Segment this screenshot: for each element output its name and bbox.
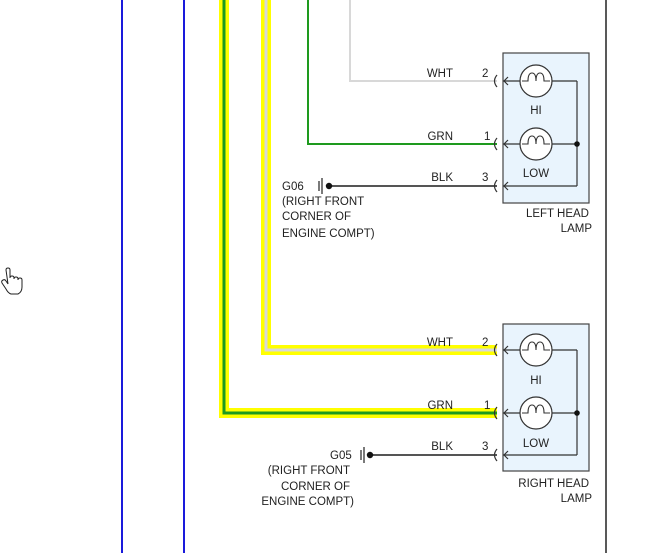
ground-desc: (RIGHT FRONT (282, 196, 364, 208)
hi-label: HI (530, 375, 542, 387)
hand-pointer-icon (1, 267, 23, 295)
right-head-lamp (502, 323, 590, 472)
pin-number: 3 (482, 441, 488, 453)
hi-label: HI (530, 105, 542, 117)
wire-color-label: WHT (427, 68, 453, 80)
pin-number: 2 (482, 68, 488, 80)
ground-desc: CORNER OF (281, 481, 350, 493)
lamp-name: RIGHT HEAD (518, 478, 589, 490)
pin-number: 1 (484, 131, 490, 143)
grn-wire-right (222, 0, 497, 415)
pin-number: 2 (482, 337, 488, 349)
ground-symbol-g06 (318, 178, 333, 194)
lamp-name: LAMP (561, 223, 593, 235)
wire-color-label: GRN (427, 400, 453, 412)
ground-symbol-g05 (360, 447, 374, 463)
ground-desc: (RIGHT FRONT (268, 465, 350, 477)
ground-id: G06 (282, 181, 304, 193)
ground-desc: CORNER OF (282, 211, 351, 223)
lamp-name: LEFT HEAD (526, 208, 589, 220)
grn-wire-left (307, 0, 497, 145)
wire-color-label: WHT (427, 337, 453, 349)
pin-number: 1 (484, 400, 490, 412)
ground-desc: ENGINE COMPT) (282, 228, 375, 240)
wht-wire-left (349, 0, 497, 82)
lamp-name: LAMP (561, 493, 593, 505)
low-label: LOW (523, 438, 549, 450)
connector-right (493, 343, 498, 462)
left-head-lamp (502, 52, 590, 204)
wht-wire-right (264, 0, 497, 352)
wire-color-label: GRN (427, 131, 453, 143)
pin-number: 3 (482, 172, 488, 184)
wire-color-label: BLK (431, 172, 453, 184)
low-label: LOW (523, 168, 549, 180)
ground-desc: ENGINE COMPT) (261, 496, 354, 508)
connector-left (493, 74, 498, 193)
ground-id: G05 (330, 450, 352, 462)
wire-color-label: BLK (431, 441, 453, 453)
